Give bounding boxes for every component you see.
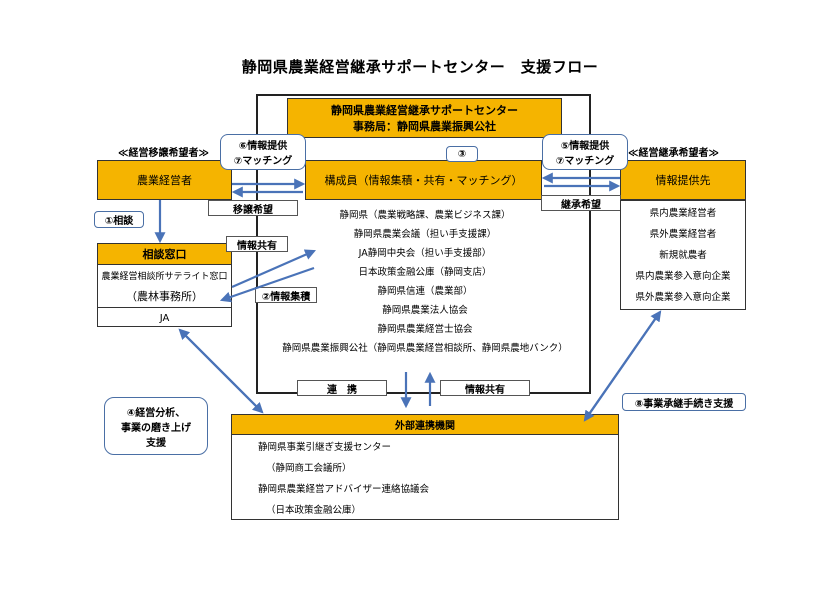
analysis-line1: ④経営分析、 [126, 407, 186, 419]
external-item: （静岡商工会議所） [266, 462, 352, 474]
provider-item: 県内農業経営者 [649, 207, 717, 219]
external-box: 外部連携機関 静岡県事業引継ぎ支援センター （静岡商工会議所） 静岡県農業経営ア… [231, 414, 619, 520]
provider-item: 県内農業参入意向企業 [635, 270, 731, 282]
member-item: 静岡県農業振興公社（静岡県農業経営相談所、静岡県農地バンク） [282, 342, 568, 354]
external-header: 外部連携機関 [232, 415, 618, 435]
consult-line3: JA [159, 312, 170, 324]
left-top-tag-line1: ⑥情報提供 [238, 141, 288, 152]
joho-shuseki-tag: ②情報集積 [255, 287, 317, 303]
analysis-tag: ④経営分析、 事業の磨き上げ 支援 [104, 397, 208, 455]
center-header-line1: 静岡県農業経営継承サポートセンター [331, 104, 518, 117]
left-side-label: ≪経営移譲希望者≫ [118, 148, 209, 159]
provider-item: 県外農業参入意向企業 [635, 291, 731, 303]
procedure-tag: ⑧事業承継手続き支援 [622, 393, 746, 411]
right-top-tag-line2: ⑦マッチング [555, 156, 615, 167]
analysis-line3: 支援 [146, 437, 166, 449]
middle-bar-members: 構成員（情報集積・共有・マッチング） [305, 160, 542, 200]
consult-line2: （農林事務所） [98, 285, 231, 308]
renkei-tag: 連 携 [297, 380, 387, 396]
right-top-tag: ⑤情報提供 ⑦マッチング [542, 134, 628, 170]
arrow-external-ja [178, 328, 263, 413]
member-item: 静岡県農業経営士協会 [377, 323, 473, 335]
arrow-center-to-consult [219, 266, 315, 303]
right-top-tag-line1: ⑤情報提供 [560, 141, 610, 152]
providers-box: 県内農業経営者 県外農業経営者 新規就農者 県内農業参入意向企業 県外農業参入意… [620, 200, 746, 310]
page-title: 静岡県農業経営継承サポートセンター 支援フロー [241, 58, 599, 76]
center-header: 静岡県農業経営継承サポートセンター 事務局：静岡県農業振興公社 [287, 98, 562, 138]
center-tag: ③ [446, 146, 478, 162]
consult-header: 相談窓口 [98, 244, 231, 265]
left-top-tag-line2: ⑦マッチング [233, 156, 293, 167]
provider-item: 県外農業経営者 [649, 228, 717, 240]
analysis-line2: 事業の磨き上げ [121, 422, 191, 434]
provider-item: 新規就農者 [659, 249, 707, 261]
consult-box: 相談窓口 農業経営相談所サテライト窓口 （農林事務所） JA [97, 243, 232, 327]
external-item: 静岡県事業引継ぎ支援センター [258, 441, 392, 453]
member-item: 日本政策金融公庫（静岡支店） [358, 266, 492, 278]
right-bar-provider: 情報提供先 [620, 160, 746, 200]
external-item: 静岡県農業経営アドバイザー連絡協議会 [258, 483, 430, 495]
center-header-line2: 事務局：静岡県農業振興公社 [353, 120, 496, 133]
external-item: （日本政策金融公庫） [266, 504, 362, 516]
ijou-kibou-tag: 移譲希望 [208, 200, 298, 216]
consult-line1: 農業経営相談所サテライト窓口 [101, 271, 228, 282]
member-item: 静岡県（農業戦略課、農業ビジネス課） [339, 209, 511, 221]
arrow-consult-to-center [231, 249, 317, 289]
left-top-tag: ⑥情報提供 ⑦マッチング [220, 134, 306, 170]
member-item: 静岡県信連（農業部） [377, 285, 473, 297]
joho-kyoyu-bottom-tag: 情報共有 [440, 380, 530, 396]
arrow-external-provider [584, 310, 662, 421]
member-item: 静岡県農業法人協会 [382, 304, 468, 316]
joho-kyoyu-tag: 情報共有 [226, 236, 288, 252]
left-bar-farmer: 農業経営者 [97, 160, 232, 200]
members-list: 静岡県（農業戦略課、農業ビジネス課） 静岡県農業会議（担い手支援課） JA静岡中… [270, 204, 580, 356]
member-item: 静岡県農業会議（担い手支援課） [353, 228, 497, 240]
member-item: JA静岡中央会（担い手支援部） [358, 247, 492, 259]
right-side-label: ≪経営継承希望者≫ [628, 148, 719, 159]
soudan-tag: ①相談 [94, 211, 144, 228]
